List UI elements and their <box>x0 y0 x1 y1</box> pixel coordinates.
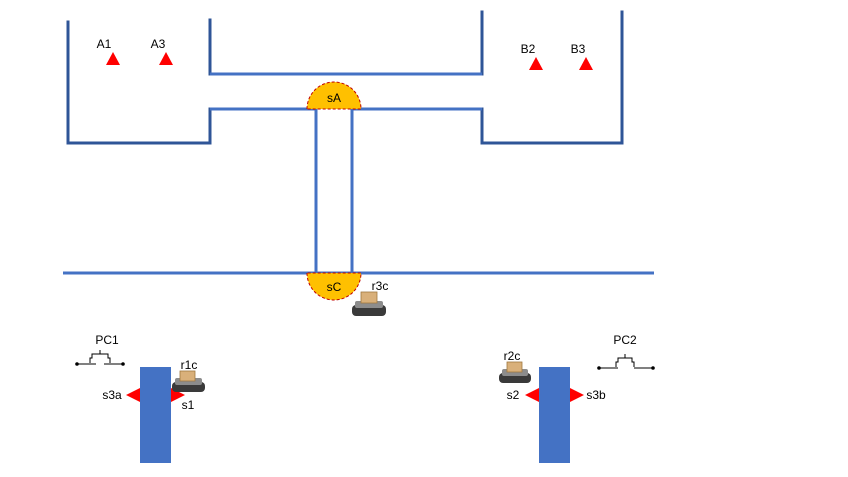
robot-r2c-label: r2c <box>504 349 521 363</box>
station-sA: sA <box>306 81 362 110</box>
marker-A1-triangle <box>106 52 120 65</box>
right-room <box>480 10 624 145</box>
marker-B2: B2 <box>521 42 543 70</box>
robot-r1c-box <box>179 370 196 382</box>
robot-r1c: r1c <box>172 358 205 392</box>
sensor-s2-marker <box>525 388 539 402</box>
station-sC: sC <box>306 272 362 301</box>
pc2-switch <box>597 354 655 370</box>
marker-B2-triangle <box>529 57 543 70</box>
right-unit: PC2 s2 s3b r2c <box>499 333 655 463</box>
right-machine <box>539 367 570 463</box>
robot-r2c-box <box>506 361 523 373</box>
marker-B3-triangle <box>579 57 593 70</box>
marker-A1-label: A1 <box>97 37 112 51</box>
left-unit: PC1 s3a s1 r1c <box>75 333 205 463</box>
sensor-s1-label: s1 <box>182 398 195 412</box>
station-sA-label: sA <box>327 91 341 105</box>
robot-r2c: r2c <box>499 349 531 383</box>
pc2-label: PC2 <box>613 333 637 347</box>
pc1-label: PC1 <box>95 333 119 347</box>
left-room <box>66 18 212 145</box>
marker-A3-label: A3 <box>151 37 166 51</box>
station-sC-label: sC <box>327 280 342 294</box>
marker-A3: A3 <box>151 37 173 65</box>
marker-B2-label: B2 <box>521 42 536 56</box>
left-machine <box>140 367 171 463</box>
robot-r3c-label: r3c <box>372 279 389 293</box>
marker-B3: B3 <box>571 42 593 70</box>
sensor-s3a-marker <box>126 388 140 402</box>
marker-B3-label: B3 <box>571 42 586 56</box>
station-sA-shape <box>306 81 362 110</box>
pc1-switch <box>75 350 125 366</box>
sensor-s2-label: s2 <box>507 388 520 402</box>
marker-A3-triangle <box>159 52 173 65</box>
sensor-s3b-label: s3b <box>586 388 606 402</box>
robot-r3c: r3c <box>352 279 388 316</box>
sensor-s3b-marker <box>570 388 584 402</box>
robot-r1c-label: r1c <box>181 358 198 372</box>
station-sC-shape <box>306 272 362 301</box>
robot-r3c-box <box>360 291 378 304</box>
sensor-s3a-label: s3a <box>102 388 122 402</box>
marker-A1: A1 <box>97 37 120 65</box>
